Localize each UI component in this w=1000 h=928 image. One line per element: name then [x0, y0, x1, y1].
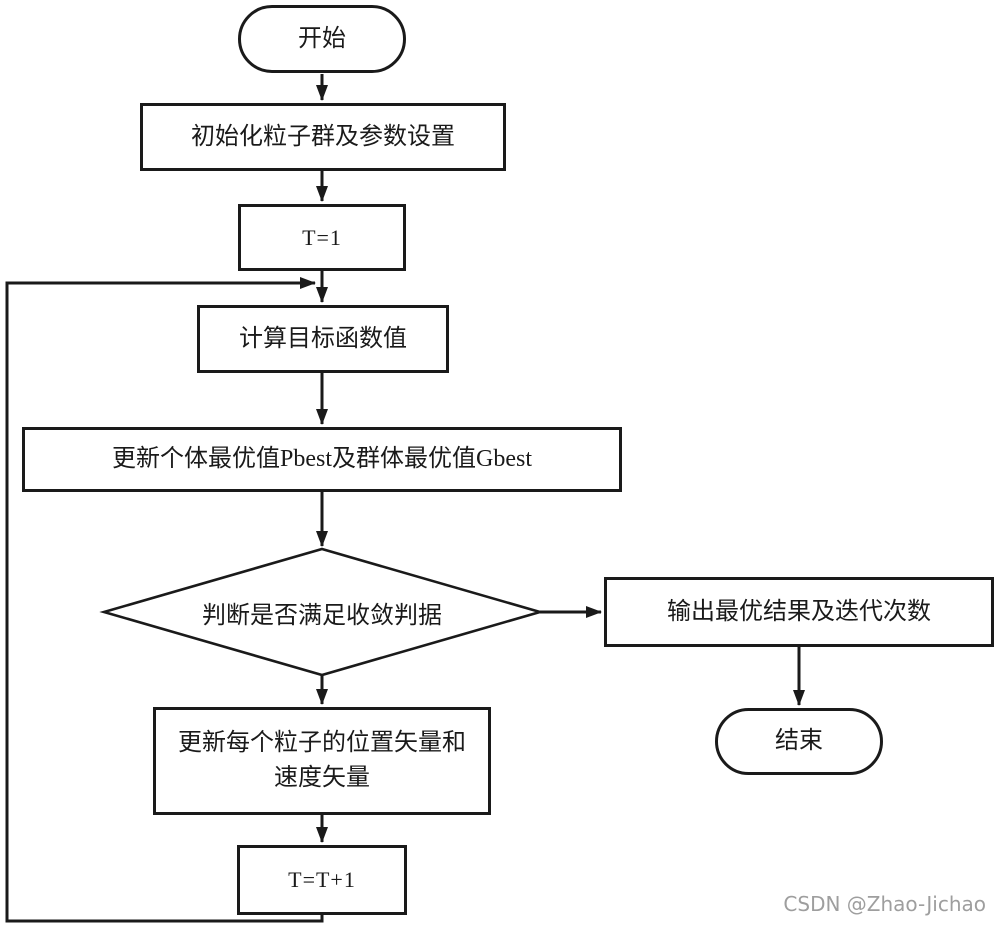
node-output-result-label: 输出最优结果及迭代次数	[667, 598, 931, 625]
node-update-vectors: 更新每个粒子的位置矢量和速度矢量	[153, 707, 491, 815]
node-end-label: 结束	[775, 728, 823, 755]
node-calc-objective-label: 计算目标函数值	[239, 325, 407, 352]
node-initialize: 初始化粒子群及参数设置	[140, 103, 506, 171]
node-t-plus-1-label: T=T+1	[288, 867, 356, 893]
node-start: 开始	[238, 5, 406, 73]
node-output-result: 输出最优结果及迭代次数	[604, 577, 994, 647]
node-t-equals-1-label: T=1	[302, 224, 342, 250]
csdn-watermark: CSDN @Zhao-Jichao	[783, 892, 986, 916]
node-update-vectors-label: 更新每个粒子的位置矢量和速度矢量	[178, 730, 466, 791]
node-start-label: 开始	[298, 25, 346, 52]
node-decision: 判断是否满足收敛判据	[124, 551, 520, 673]
node-t-equals-1: T=1	[238, 204, 406, 271]
node-decision-label: 判断是否满足收敛判据	[202, 602, 442, 629]
connector-loopback	[5, 277, 324, 923]
node-calc-objective: 计算目标函数值	[197, 305, 449, 373]
node-update-pbest-gbest: 更新个体最优值Pbest及群体最优值Gbest	[22, 427, 622, 492]
node-initialize-label: 初始化粒子群及参数设置	[191, 123, 455, 150]
node-update-pbest-gbest-label: 更新个体最优值Pbest及群体最优值Gbest	[112, 446, 532, 473]
node-t-plus-1: T=T+1	[237, 845, 407, 915]
node-end: 结束	[715, 708, 883, 775]
